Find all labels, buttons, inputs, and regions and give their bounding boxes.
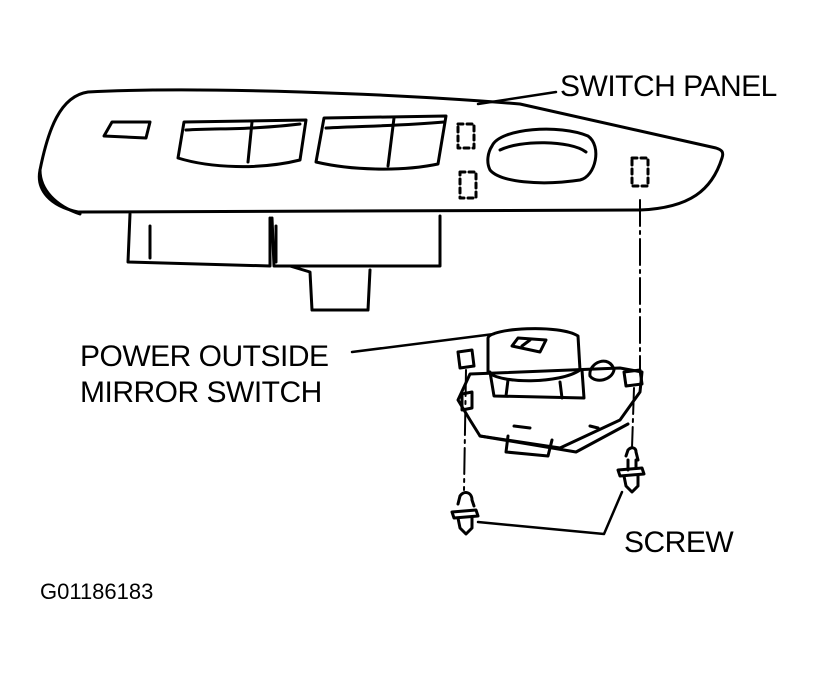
mirror-switch-label-line2: MIRROR SWITCH [80, 376, 322, 409]
alignment-lines [463, 199, 641, 491]
screw-right [616, 446, 646, 494]
switch-panel [37, 88, 725, 312]
screw-label: SCREW [624, 526, 734, 559]
screw-left [450, 491, 480, 536]
leader-screw [476, 490, 624, 536]
figure-id: G01186183 [40, 579, 154, 604]
switch-panel-label: SWITCH PANEL [560, 70, 777, 103]
power-outside-mirror-switch [456, 327, 644, 458]
leader-mirror-switch [350, 332, 496, 354]
leader-switch-panel [476, 90, 558, 106]
leader-lines [350, 90, 624, 536]
mirror-switch-label-line1: POWER OUTSIDE [80, 340, 329, 373]
